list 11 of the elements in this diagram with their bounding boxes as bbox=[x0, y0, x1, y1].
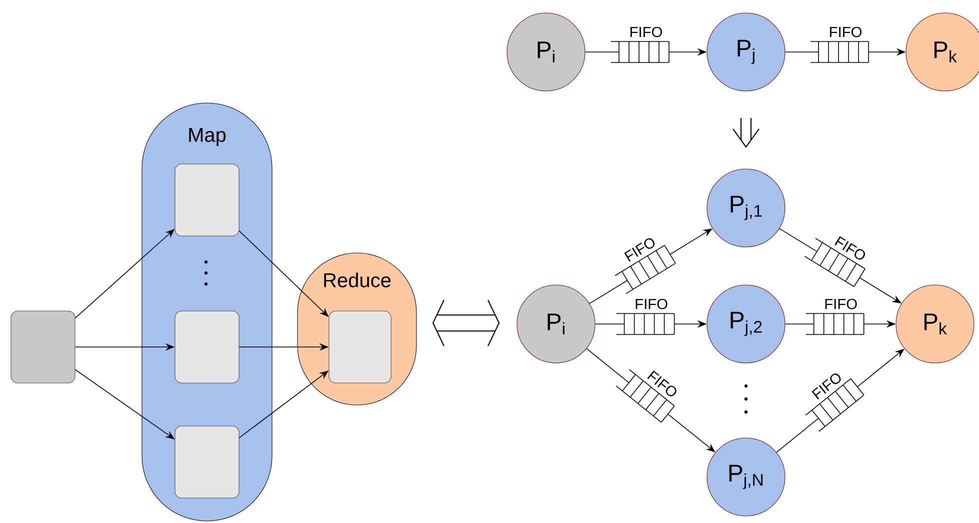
empty-box bbox=[174, 164, 240, 236]
empty-box bbox=[174, 426, 240, 498]
edge-label: FIFO bbox=[828, 26, 863, 38]
edge-label: FIFO bbox=[634, 298, 669, 310]
empty-box bbox=[328, 310, 392, 384]
empty-box bbox=[10, 310, 76, 384]
edge-label: FIFO bbox=[622, 235, 658, 264]
edge-label: FIFO bbox=[628, 26, 664, 38]
edge-label: FIFO bbox=[832, 234, 868, 263]
empty-box bbox=[174, 310, 240, 384]
edge-label: FIFO bbox=[823, 298, 858, 310]
